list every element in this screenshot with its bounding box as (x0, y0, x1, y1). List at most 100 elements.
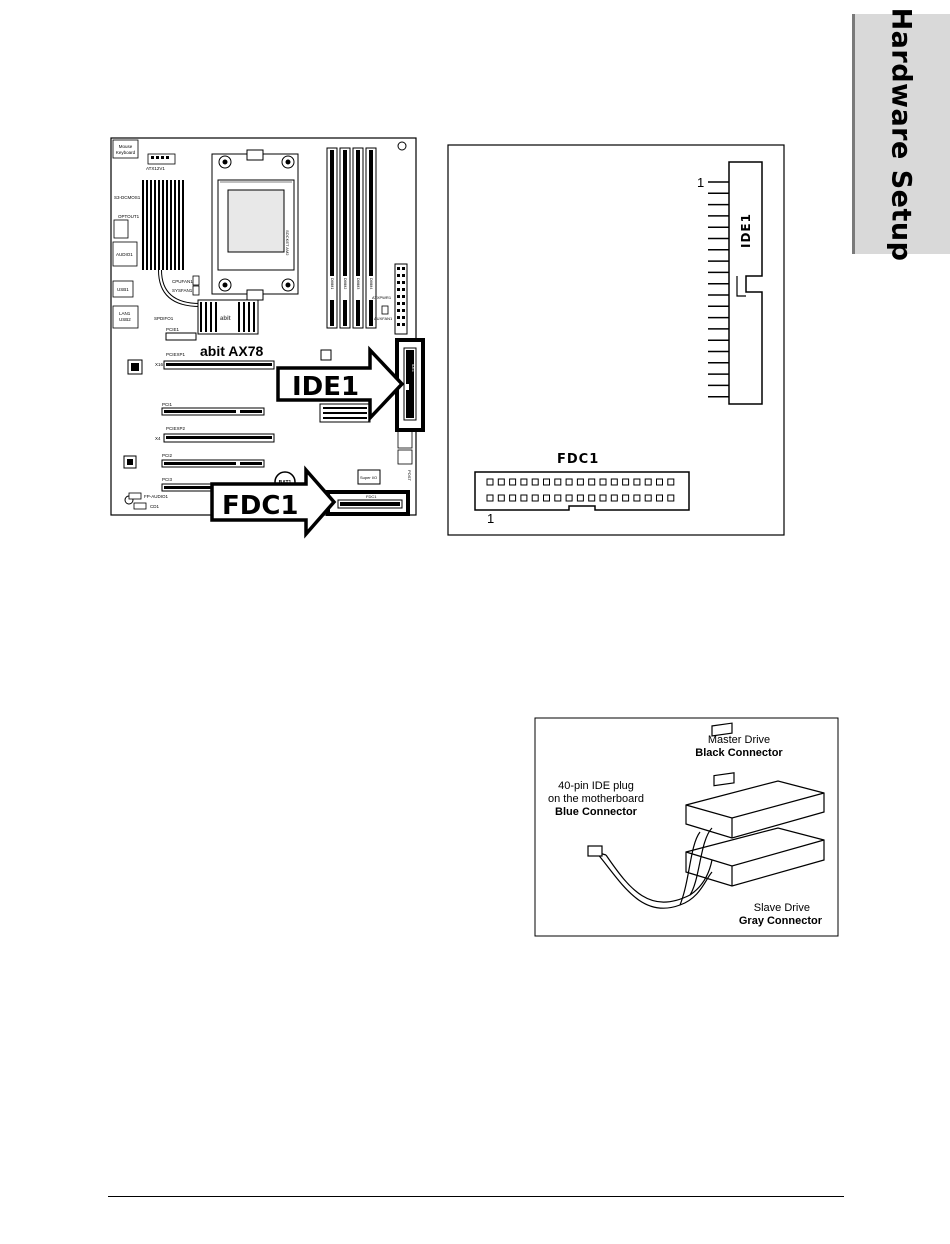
atxpwr-label: ATXPWR1 (372, 295, 392, 300)
fdc-pin (565, 478, 573, 486)
fdc-pin (633, 478, 641, 486)
pcie-x1-slot (165, 332, 197, 341)
ide-callout-arrow (276, 345, 405, 423)
pciexp2-label: PCIEXP2 (166, 426, 186, 431)
board-fdc-label: FDC1 (366, 494, 377, 499)
cd-label: CD1 (150, 504, 159, 509)
ide-diagram-label: IDE1 (739, 213, 753, 248)
post-label: POST (407, 470, 412, 481)
optout-label: OPTOUT1 (118, 214, 140, 219)
cpu-socket: SOCKET AM2 (211, 149, 299, 301)
fdc-pin (622, 494, 630, 502)
fdc-pin (610, 478, 618, 486)
dimm3-label: DIMM3 (356, 278, 360, 289)
fdc-callout-label: FDC1 (222, 491, 299, 521)
fdc-pin (520, 494, 528, 502)
fdc-pin (543, 494, 550, 502)
master-drive-label: Master Drive (708, 734, 770, 746)
board-ide-label: IDE1 (411, 364, 415, 372)
fdc-pin (576, 478, 584, 486)
vrm-heatsink (142, 180, 184, 270)
dimm-slots: DIMM1 DIMM2 DIMM3 DIMM4 (326, 147, 377, 329)
fdc-pin (554, 478, 562, 486)
sysfan-label: SYSFAN1 (172, 288, 193, 293)
ide-pin1-label: 1 (697, 175, 704, 190)
fdc-pin (531, 478, 539, 486)
slave-drive (685, 772, 825, 887)
svg-text:abit: abit (220, 316, 231, 322)
slave-drive-label: Slave Drive (754, 902, 810, 914)
auxfan-label: AUXFAN1 (374, 316, 393, 321)
fdc-pin (497, 478, 505, 486)
mouse-label: Mouse (119, 144, 133, 149)
usb1-port (112, 280, 134, 298)
fdc-pin (509, 478, 517, 486)
ide-callout-label: IDE1 (292, 372, 359, 402)
pci2-label: PCI2 (162, 453, 173, 458)
plug-label-line1: 40-pin IDE plug (558, 780, 634, 792)
super-io-label: Super I/O (360, 475, 377, 480)
keyboard-label: Keyboard (116, 150, 136, 155)
dimm4-label: DIMM4 (369, 278, 373, 289)
cpufan-label: CPUFAN1 (172, 279, 193, 284)
dimm2-label: DIMM2 (343, 278, 347, 289)
fdc-connector (474, 471, 690, 511)
master-drive (685, 722, 825, 839)
fdc-callout-arrow (210, 465, 337, 539)
fdc-pin (667, 494, 675, 502)
fdc-diagram-label: FDC1 (557, 452, 599, 467)
drive-diagram-frame (534, 717, 839, 937)
fdc-pin (633, 494, 641, 502)
fdc-pin (531, 494, 539, 502)
fdc-pin (656, 494, 663, 502)
ribbon-cable (595, 827, 713, 909)
fpaudio-header (128, 492, 142, 500)
atx12v-label: ATX12V1 (146, 166, 165, 171)
audio-label: AUDIO1 (116, 252, 133, 257)
fdc-pin (644, 494, 652, 502)
fdc-pin (497, 494, 505, 502)
super-io-chip (357, 469, 381, 485)
x16-label: X16 (155, 362, 164, 367)
mouse-keyboard-port (112, 139, 139, 159)
section-tab (852, 14, 950, 254)
fdc-pin1-label: 1 (487, 511, 494, 526)
fdc-pin (576, 494, 584, 502)
x4-label: X4 (155, 436, 161, 441)
ide-connector (708, 161, 763, 405)
fdc-pin (656, 478, 663, 486)
mount-hole (397, 141, 407, 151)
cd-header (133, 502, 147, 510)
socket-label: SOCKET AM2 (285, 230, 290, 256)
fdc-pin (486, 478, 494, 486)
lan-usb-port (112, 305, 139, 329)
dimm1-label: DIMM1 (330, 278, 334, 289)
fdc-pin (644, 478, 652, 486)
lan-label: LAN1 (119, 311, 131, 316)
pciexp1-label: PCIEXP1 (166, 352, 186, 357)
pcie1-label: PCIE1 (166, 327, 180, 332)
fdc-pin (486, 494, 494, 502)
fdc-pin (610, 494, 618, 502)
fdc-pin (554, 494, 562, 502)
fdc-pin (599, 494, 607, 502)
plug-connector-label: Blue Connector (555, 806, 638, 818)
slave-connector-label: Gray Connector (739, 915, 823, 927)
fdc-pin (667, 478, 675, 486)
fdc-pin (599, 478, 607, 486)
usb2-label: USB2 (119, 317, 131, 322)
brand-label: abit AX78 (200, 343, 263, 359)
usb1-label: USB1 (117, 287, 129, 292)
fpaudio-label: FP-AUDIO1 (144, 494, 169, 499)
fdc-pin (622, 478, 630, 486)
motherboard-plug (587, 845, 603, 857)
plug-label-line2: on the motherboard (548, 793, 644, 805)
s3-dcmos-label: S3-DCMOS1 (114, 195, 141, 200)
audio-port (112, 241, 138, 267)
fdc-pin (520, 478, 528, 486)
footer-rule (108, 1196, 844, 1197)
pci1-label: PCI1 (162, 402, 173, 407)
